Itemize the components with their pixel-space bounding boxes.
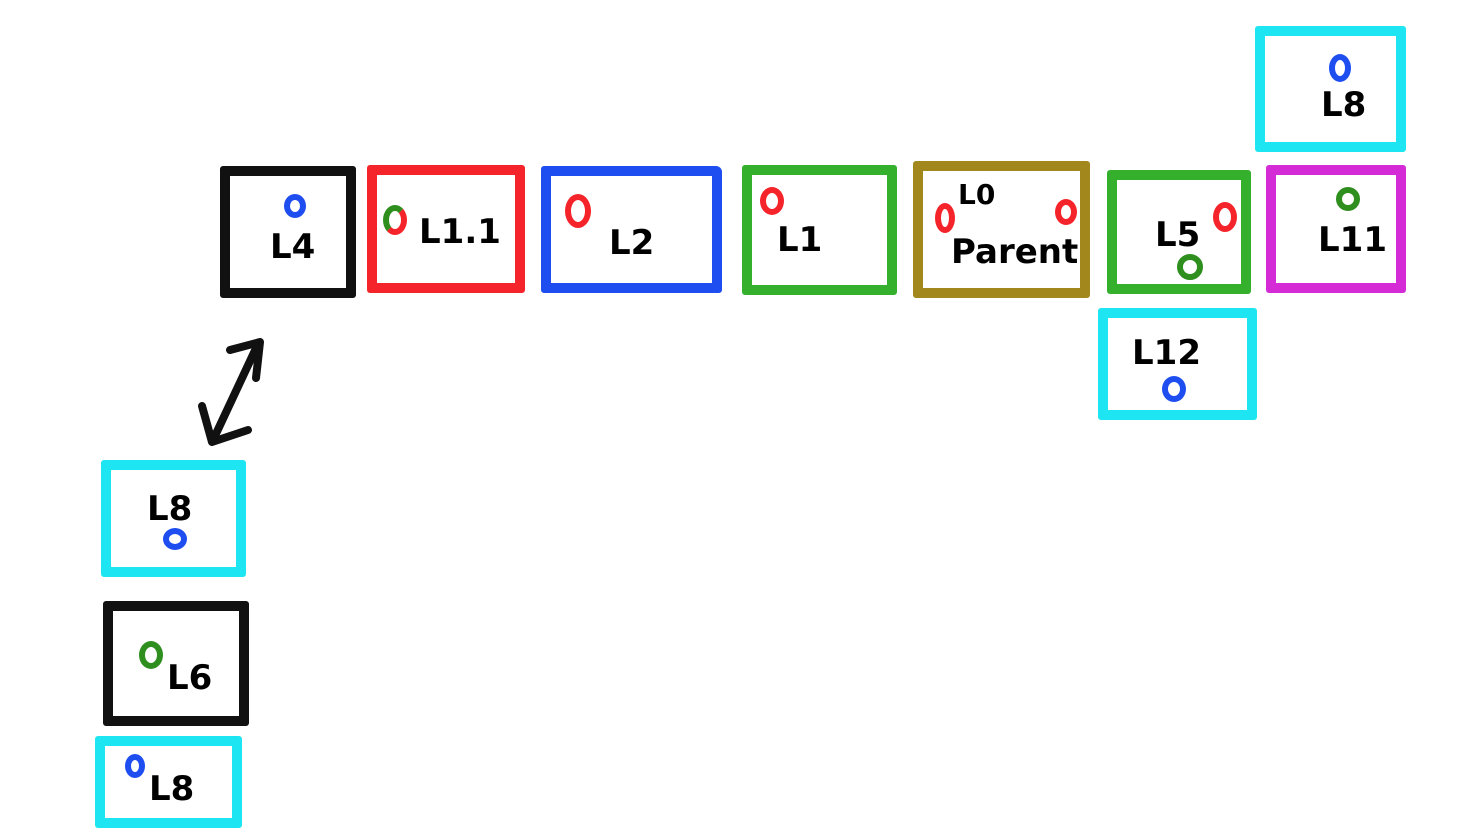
green-marker (139, 641, 163, 669)
red-marker (760, 187, 784, 215)
box-label: L6 (167, 658, 213, 698)
box-l12: L12 (1098, 308, 1257, 420)
box-sublabel: L0 (958, 178, 996, 211)
double-arrow (198, 338, 264, 446)
green-marker (1177, 254, 1203, 280)
green-marker (1336, 187, 1360, 211)
box-label: L12 (1132, 333, 1201, 373)
box-l11: L11 (1266, 165, 1406, 293)
box-label: L8 (147, 489, 193, 529)
box-label: L5 (1155, 215, 1201, 255)
box-l8-bottom: L8 (95, 736, 242, 828)
box-label: L8 (149, 769, 195, 809)
box-l8-left: L8 (101, 460, 246, 577)
red-marker (1055, 199, 1077, 225)
box-label: Parent (951, 232, 1079, 272)
box-l8-top: L8 (1255, 26, 1406, 152)
box-l5: L5 (1107, 170, 1251, 294)
box-l1-1: L1.1 (367, 165, 525, 293)
box-l2: L2 (541, 166, 722, 293)
blue-marker (1329, 54, 1351, 82)
box-label: L11 (1318, 220, 1387, 260)
red-marker (935, 203, 955, 233)
red-green-marker (383, 205, 407, 235)
blue-marker (284, 194, 306, 218)
box-label: L2 (609, 223, 655, 263)
box-label: L1.1 (419, 212, 501, 252)
box-label: L4 (270, 227, 316, 267)
red-marker (565, 194, 591, 228)
box-l6: L6 (103, 601, 249, 726)
box-l1: L1 (742, 165, 897, 295)
box-l4: L4 (220, 166, 356, 298)
blue-marker (125, 754, 145, 778)
blue-marker (163, 528, 187, 550)
box-parent: L0 Parent (913, 161, 1090, 298)
blue-marker (1162, 376, 1186, 402)
box-label: L1 (777, 220, 823, 260)
red-marker (1213, 202, 1237, 232)
box-label: L8 (1321, 85, 1367, 125)
